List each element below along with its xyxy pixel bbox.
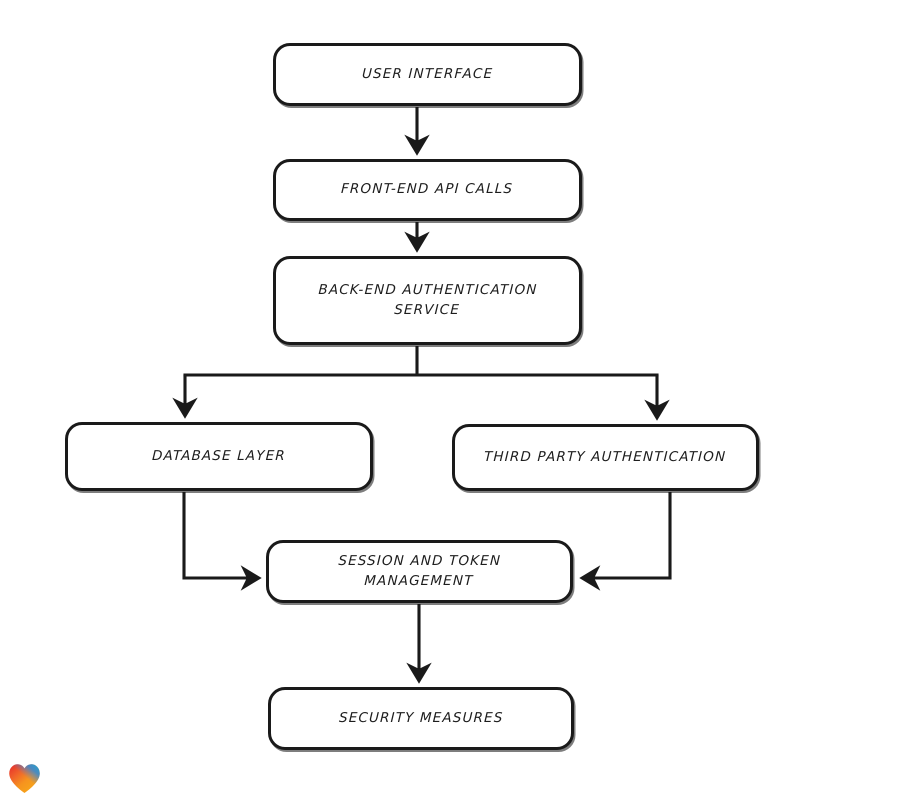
node-user-interface[interactable]: User Interface [273,43,582,106]
node-session-and-token-management[interactable]: Session and Token Management [266,540,573,603]
node-database-layer[interactable]: Database Layer [65,422,373,491]
node-label: Session and Token Management [338,552,502,589]
edge-database-to-session [182,492,262,591]
node-label: Security Measures [338,709,504,726]
node-label: User Interface [361,65,494,82]
node-third-party-authentication[interactable]: Third Party Authentication [452,424,759,491]
node-label: Third Party Authentication [484,448,727,465]
node-security-measures[interactable]: Security Measures [268,687,574,750]
node-back-end-authentication-service[interactable]: Back-End Authentication Service [273,256,582,345]
edge-backend-branch-bar [183,346,659,377]
node-label: Database Layer [151,447,287,464]
node-label: Front-End API Calls [341,181,514,198]
heart-icon [9,764,40,793]
edge-thirdparty-to-session [579,492,672,591]
node-label: Back-End Authentication Service [318,281,538,318]
node-front-end-api-calls[interactable]: Front-End API Calls [273,159,582,221]
